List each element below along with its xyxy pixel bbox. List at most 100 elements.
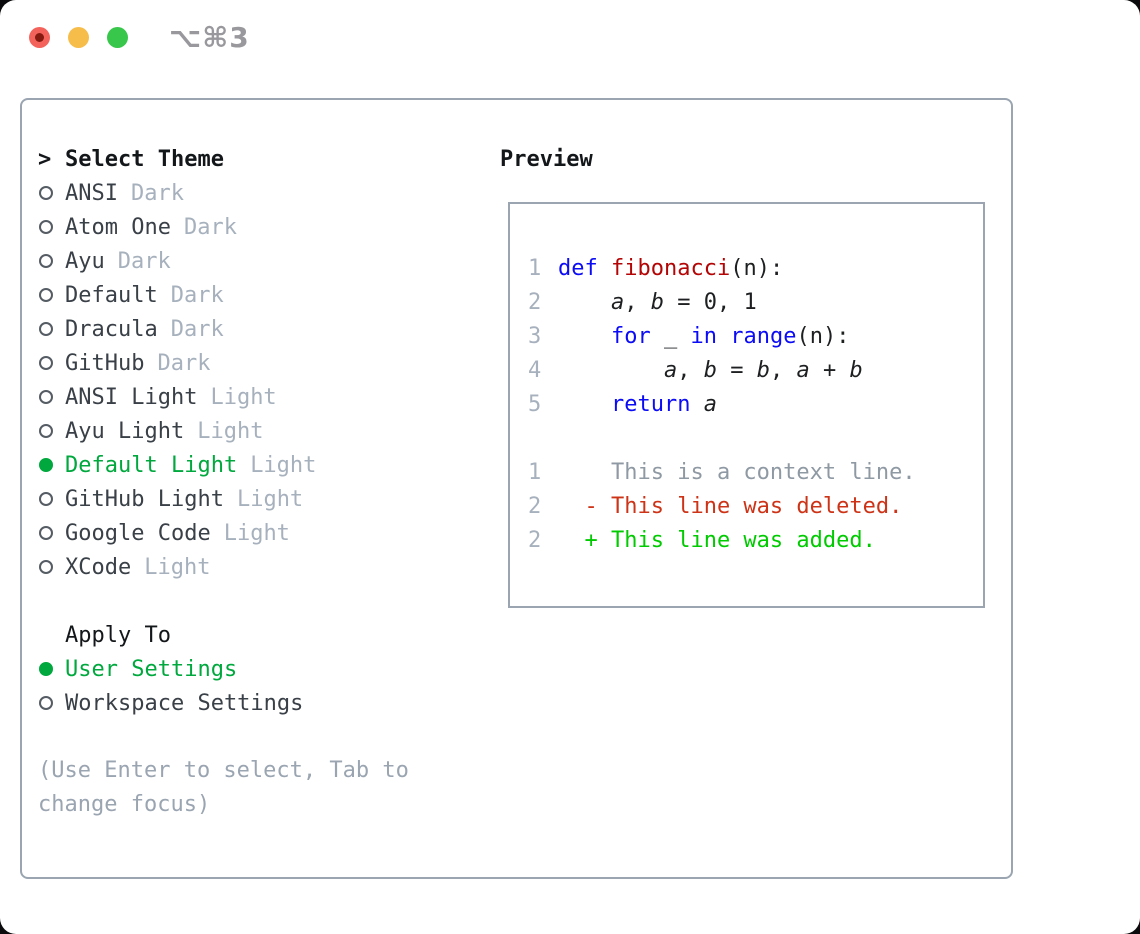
code-segment-plain: = — [716, 357, 757, 383]
radio-unselected-icon — [38, 356, 65, 370]
code-segment-plain: 0, 1 — [703, 289, 757, 315]
maximize-button[interactable] — [107, 27, 128, 48]
theme-name: Dracula — [65, 316, 158, 342]
theme-variant-tag: Light — [210, 384, 277, 410]
radio-unselected-icon — [38, 492, 65, 506]
close-button[interactable] — [29, 27, 50, 48]
theme-variant-tag: Dark — [170, 282, 224, 308]
preview-line: 4 a, b = b, a + b — [528, 353, 983, 387]
preview-line: 2 + This line was added. — [528, 523, 983, 557]
preview-line: 2 - This line was deleted. — [528, 489, 983, 523]
apply-option-user-settings[interactable]: User Settings — [38, 652, 478, 686]
apply-option-workspace-settings[interactable]: Workspace Settings — [38, 686, 478, 720]
radio-selected-icon — [38, 662, 65, 676]
code-segment-added: + This line was added. — [558, 527, 876, 553]
radio-circle-icon — [39, 662, 53, 676]
preview-header: Preview — [500, 146, 593, 172]
apply-to-title: Apply To — [65, 622, 171, 648]
radio-unselected-icon — [38, 322, 65, 336]
theme-name: Default Light — [65, 452, 238, 478]
theme-name: GitHub Light — [65, 486, 224, 512]
preview-line: 2 a, b = 0, 1 — [528, 285, 983, 319]
line-number: 2 — [528, 493, 542, 519]
theme-option-default[interactable]: Default Dark — [38, 278, 478, 312]
radio-unselected-icon — [38, 560, 65, 574]
code-segment-keyword: range — [730, 323, 797, 349]
code-segment-variable: a — [796, 357, 810, 383]
code-segment-plain: (n): — [730, 255, 784, 281]
code-segment-keyword: in — [690, 323, 717, 349]
code-segment-keyword: return — [610, 391, 691, 417]
radio-circle-icon — [39, 560, 53, 574]
theme-name: Atom One — [65, 214, 171, 240]
code-segment-function: fibonacci — [611, 255, 731, 281]
theme-name: Ayu — [65, 248, 105, 274]
code-segment-plain: , — [769, 357, 797, 383]
radio-circle-icon — [39, 220, 53, 234]
radio-unselected-icon — [38, 186, 65, 200]
record-dot-icon — [35, 33, 44, 42]
radio-unselected-icon — [38, 424, 65, 438]
radio-circle-icon — [39, 322, 53, 336]
code-segment-plain: + — [809, 357, 850, 383]
radio-circle-icon — [39, 254, 53, 268]
theme-variant-tag: Light — [250, 452, 317, 478]
code-segment-keyword: def — [558, 255, 598, 281]
code-segment-plain — [558, 290, 611, 315]
code-segment-keyword: for — [610, 323, 651, 349]
theme-option-default-light[interactable]: Default Light Light — [38, 448, 478, 482]
theme-option-dracula[interactable]: Dracula Dark — [38, 312, 478, 346]
theme-name: Google Code — [65, 520, 211, 546]
line-number: 2 — [528, 289, 542, 315]
theme-name: ANSI — [65, 180, 118, 206]
radio-unselected-icon — [38, 288, 65, 302]
theme-option-ayu[interactable]: Ayu Dark — [38, 244, 478, 278]
code-segment-variable: b — [849, 357, 863, 383]
help-text: (Use Enter to select, Tab to change focu… — [38, 758, 409, 817]
radio-circle-icon — [39, 424, 53, 438]
preview-line: 3 for _ in range(n): — [528, 319, 983, 353]
theme-option-google-code[interactable]: Google Code Light — [38, 516, 478, 550]
line-number: 1 — [528, 459, 542, 485]
code-segment-plain — [558, 324, 611, 349]
code-segment-plain: (n): — [796, 323, 850, 349]
radio-unselected-icon — [38, 254, 65, 268]
theme-variant-tag: Dark — [170, 316, 224, 342]
theme-variant-tag: Light — [223, 520, 290, 546]
theme-variant-tag: Dark — [130, 180, 184, 206]
line-number: 1 — [528, 255, 542, 281]
preview-line: 5 return a — [528, 387, 983, 421]
preview-line: 1 def fibonacci(n): — [528, 251, 983, 285]
theme-name: Ayu Light — [65, 418, 185, 444]
theme-option-ansi-light[interactable]: ANSI Light Light — [38, 380, 478, 414]
radio-unselected-icon — [38, 390, 65, 404]
theme-option-github-light[interactable]: GitHub Light Light — [38, 482, 478, 516]
spacer — [38, 720, 478, 754]
minimize-button[interactable] — [68, 27, 89, 48]
code-segment-variable: a — [703, 391, 717, 417]
radio-circle-icon — [39, 458, 53, 472]
code-segment-plain — [598, 256, 611, 281]
theme-list-header: >Select Theme — [38, 142, 478, 176]
code-segment-plain: _ — [650, 323, 691, 349]
line-number: 3 — [528, 323, 542, 349]
theme-name: ANSI Light — [65, 384, 198, 410]
theme-option-ansi[interactable]: ANSI Dark — [38, 176, 478, 210]
code-segment-variable: a — [663, 357, 678, 383]
line-number: 4 — [528, 357, 542, 383]
theme-variant-tag: Dark — [117, 248, 171, 274]
code-segment-plain — [717, 324, 730, 349]
preview-blank-line — [528, 421, 983, 455]
theme-name: GitHub — [65, 350, 145, 376]
theme-name: Default — [65, 282, 158, 308]
radio-circle-icon — [39, 288, 53, 302]
traffic-lights — [29, 27, 128, 48]
theme-variant-tag: Light — [236, 486, 304, 512]
